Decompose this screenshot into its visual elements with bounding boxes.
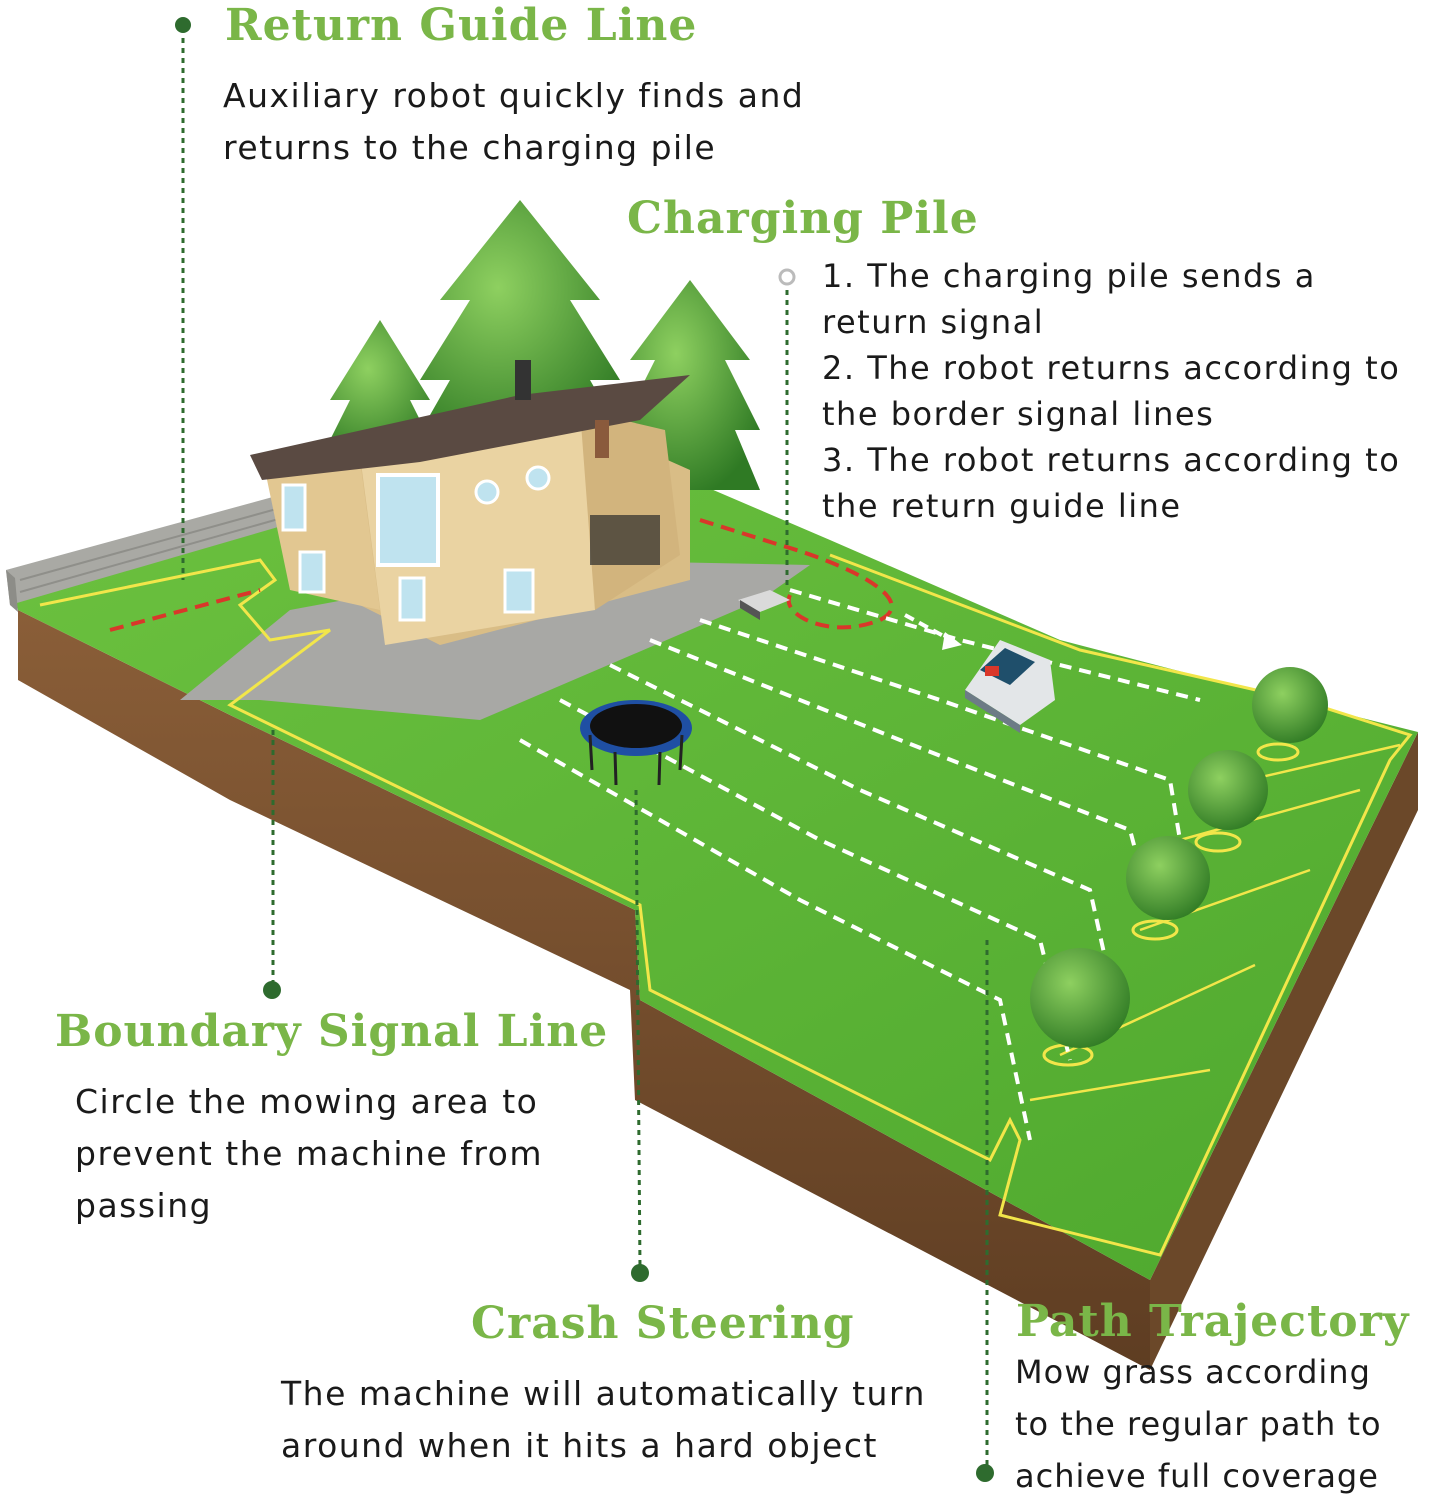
tree-icon (1188, 750, 1268, 853)
crash-steering-title: Crash Steering (471, 1298, 855, 1349)
boundary-signal-line (39, 553, 1413, 1257)
boundary-line-1: Circle the mowing area to (75, 1082, 539, 1121)
charging-pile-line-4: the border signal lines (822, 395, 1215, 433)
crash-dot (631, 1264, 649, 1282)
path-trajectory-line-1: Mow grass according (1015, 1353, 1371, 1391)
boundary-dot (263, 981, 281, 999)
return-guide-line-2: returns to the charging pile (223, 128, 717, 167)
robot-mower-icon (965, 640, 1055, 733)
soil-cross-section (18, 610, 1150, 1370)
return-guide-dot (175, 17, 191, 33)
charging-pile-line-6: the return guide line (822, 487, 1182, 525)
return-guide-line-1: Auxiliary robot quickly finds and (223, 76, 805, 115)
tree-icon (1030, 948, 1130, 1067)
charging-pile-dot (778, 268, 796, 286)
charging-pile-title: Charging Pile (627, 193, 979, 244)
trampoline-icon (580, 700, 692, 786)
charging-pile-description: 1. The charging pile sends a return sign… (822, 253, 1400, 529)
patio (180, 560, 810, 720)
crash-steering-line-1: The machine will automatically turn (281, 1374, 926, 1413)
tree-icon (1252, 667, 1328, 762)
tree-icon (1126, 836, 1210, 941)
return-guide-line (109, 518, 894, 632)
boundary-title: Boundary Signal Line (55, 1006, 609, 1057)
charging-pile-line-5: 3. The robot returns according to (822, 441, 1401, 479)
path-trajectory-title: Path Trajectory (1016, 1296, 1410, 1347)
boundary-line-2: prevent the machine from (75, 1134, 544, 1173)
charging-station-icon (738, 590, 790, 620)
path-trajectory-line-3: achieve full coverage (1015, 1457, 1379, 1495)
crash-steering-description: The machine will automatically turn arou… (281, 1368, 926, 1472)
charging-pile-line-1: 1. The charging pile sends a (822, 257, 1316, 295)
return-guide-description: Auxiliary robot quickly finds and return… (223, 70, 804, 174)
charging-pile-line-3: 2. The robot returns according to (822, 349, 1401, 387)
charging-pile-line-2: return signal (822, 303, 1045, 341)
boundary-description: Circle the mowing area to prevent the ma… (75, 1076, 543, 1232)
path-trajectory-line-2: to the regular path to (1015, 1405, 1382, 1443)
path-dot (976, 1464, 994, 1482)
stone-wall-icon (6, 495, 285, 612)
path-trajectory-description: Mow grass according to the regular path … (1015, 1346, 1382, 1502)
house-icon (250, 360, 690, 645)
boundary-line-3: passing (75, 1186, 213, 1225)
return-guide-title: Return Guide Line (225, 0, 698, 51)
crash-steering-line-2: around when it hits a hard object (281, 1426, 878, 1465)
path-trajectory (519, 588, 1201, 1141)
soil-side-right (1150, 732, 1418, 1370)
